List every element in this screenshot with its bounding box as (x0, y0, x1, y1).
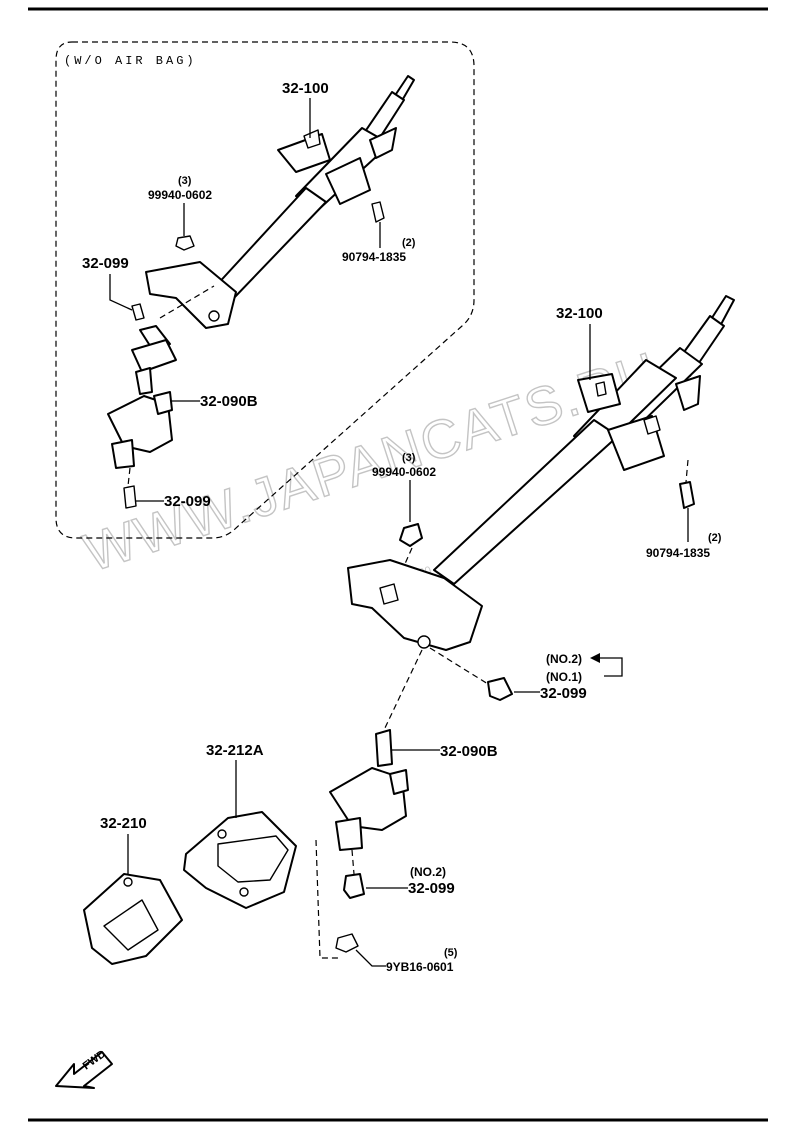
main-nut-small-icon (335, 933, 359, 953)
main-label-32-210: 32-210 (100, 815, 147, 832)
main-label-32-100: 32-100 (556, 305, 603, 322)
main-intermediate-shaft (329, 729, 409, 851)
inset-joint-bolt-icon (131, 303, 145, 321)
inset-title: (W/O AIR BAG) (64, 54, 197, 68)
main-label-bolt2-qty: (2) (708, 532, 722, 544)
inset-nut-icon (175, 235, 195, 251)
main-label-bolt-qty: (3) (402, 452, 416, 464)
inset-without-airbag: (W/O AIR BAG) (55, 41, 475, 539)
main-dash-5 (351, 849, 355, 875)
inset-label-32-099-lower: 32-099 (164, 493, 211, 510)
main-label-no2: (NO.2) (546, 652, 582, 666)
inset-label-bolt-qty: (3) (178, 175, 192, 187)
no2-arrow-icon (590, 653, 600, 663)
main-label-no2-lower: (NO.2) (410, 865, 446, 879)
inset-label-99940-0602: 99940-0602 (148, 188, 212, 202)
inset-intermediate-shaft (107, 325, 177, 509)
main-label-32-212a: 32-212A (206, 742, 264, 759)
main-dash-3 (429, 647, 489, 685)
inset-label-32-090b: 32-090B (200, 393, 258, 410)
inset-dash-2 (127, 467, 131, 487)
inset-bolt-icon (371, 201, 385, 223)
main-label-9yb16-0601: 9YB16-0601 (386, 960, 454, 974)
main-nut-icon (399, 523, 423, 547)
main-label-99940-0602: 99940-0602 (372, 465, 436, 479)
main-dash-4 (383, 649, 423, 731)
inset-label-32-100: 32-100 (282, 80, 329, 97)
main-label-32-099: 32-099 (540, 685, 587, 702)
no1-no2-arrow-line (598, 657, 623, 677)
inset-label-bolt2-qty: (2) (402, 237, 416, 249)
main-label-32-099-lower: 32-099 (408, 880, 455, 897)
main-label-32-090b: 32-090B (440, 743, 498, 760)
inset-label-90794-1835: 90794-1835 (342, 250, 406, 264)
fwd-arrow-icon: FWD (55, 1048, 113, 1089)
main-joint-bolt-icon (487, 677, 513, 701)
main-dash-6 (315, 839, 338, 959)
inset-label-32-099: 32-099 (82, 255, 129, 272)
main-label-90794-1835: 90794-1835 (646, 546, 710, 560)
main-bolt-icon (679, 481, 695, 509)
main-label-no1: (NO.1) (546, 670, 582, 684)
main-dash-2 (685, 459, 689, 483)
inset-steering-column (145, 75, 415, 329)
inset-dash-1 (159, 285, 215, 319)
main-dash-1 (403, 547, 413, 567)
main-steering-column (347, 295, 735, 651)
main-lower-bolt-icon (343, 873, 365, 899)
column-cover-lower (83, 873, 183, 965)
main-label-nut-qty: (5) (444, 947, 458, 959)
column-cover-upper (183, 811, 297, 909)
